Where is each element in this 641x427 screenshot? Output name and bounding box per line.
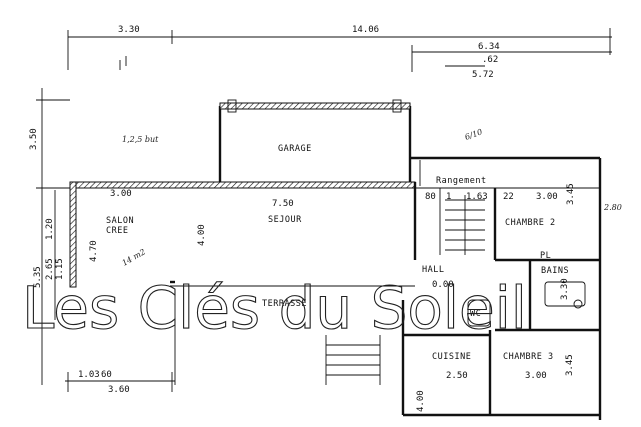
- dim-left-vertical: 3.50: [29, 128, 39, 150]
- dim-stair-1: 1: [446, 192, 451, 202]
- label-chambre3: CHAMBRE 3: [503, 352, 554, 362]
- label-chambre2: CHAMBRE 2: [505, 218, 556, 228]
- dim-22: 22: [503, 192, 514, 202]
- terrace-steps: [174, 290, 381, 385]
- dim-cuisine-height: 4.00: [416, 390, 426, 412]
- dim-left-120: 1.20: [45, 218, 55, 240]
- internal-walls: [403, 187, 600, 415]
- dim-left-535: 5.35: [33, 266, 43, 288]
- dim-sejour-height: 4.00: [197, 224, 207, 246]
- label-hall: HALL: [422, 265, 444, 275]
- dim-right-sub-1: .62: [482, 55, 498, 65]
- label-rangement: Rangement: [436, 176, 487, 186]
- dim-chambre3-width: 3.00: [525, 371, 547, 381]
- outer-walls: [69, 156, 602, 420]
- label-sejour: SEJOUR: [268, 215, 302, 225]
- label-cuisine: CUISINE: [432, 352, 471, 362]
- dim-stair-80: 80: [425, 192, 436, 202]
- label-salon: SALON: [106, 216, 134, 226]
- dim-rangement-width: 1.63: [466, 192, 488, 202]
- label-bains: BAINS: [541, 266, 569, 276]
- annotation-top-right: 6/10: [464, 127, 484, 142]
- garage-walls: [218, 99, 412, 186]
- annotation-left: 14 m2: [121, 247, 148, 267]
- left-dimension-lines: [36, 88, 70, 385]
- dim-bottom-1b: 60: [101, 370, 112, 380]
- dim-salon-width: 3.00: [110, 189, 132, 199]
- dim-left-265: 2.65: [45, 258, 55, 280]
- dim-right-top: 6.34: [478, 42, 500, 52]
- bottom-dimension-lines: [65, 372, 175, 392]
- dim-chambre3-height: 3.45: [565, 354, 575, 376]
- dim-top-total: 14.06: [352, 25, 379, 35]
- label-wc: WC: [470, 309, 481, 319]
- handwritten-note-top: 1,2,5 but: [122, 135, 159, 144]
- dim-sejour-width: 7.50: [272, 199, 294, 209]
- dim-right-sub-2: 5.72: [472, 70, 494, 80]
- dim-left-470: 4.70: [89, 240, 99, 262]
- dim-cuisine-width: 2.50: [446, 371, 468, 381]
- label-garage: GARAGE: [278, 144, 312, 154]
- dim-bains-width: 3.30: [560, 278, 570, 300]
- watermark: Les Clés du Soleil: [22, 274, 527, 342]
- dim-chambre-right: 2.80: [603, 203, 622, 212]
- dim-chambre2-height: 3.45: [566, 183, 576, 205]
- dim-hall: 0.00: [432, 280, 454, 290]
- label-terrasse: TERRASSE: [262, 299, 307, 309]
- label-pl: PL: [540, 251, 551, 261]
- top-dimension-lines: [67, 28, 612, 72]
- dim-left-115: 1.15: [55, 258, 65, 280]
- dim-top-left: 3.30: [118, 25, 140, 35]
- label-salon-2: CREE: [106, 226, 128, 236]
- dim-bottom-2: 3.60: [108, 385, 130, 395]
- dim-bottom-1: 1.03: [78, 370, 100, 380]
- dim-chambre2-width: 3.00: [536, 192, 558, 202]
